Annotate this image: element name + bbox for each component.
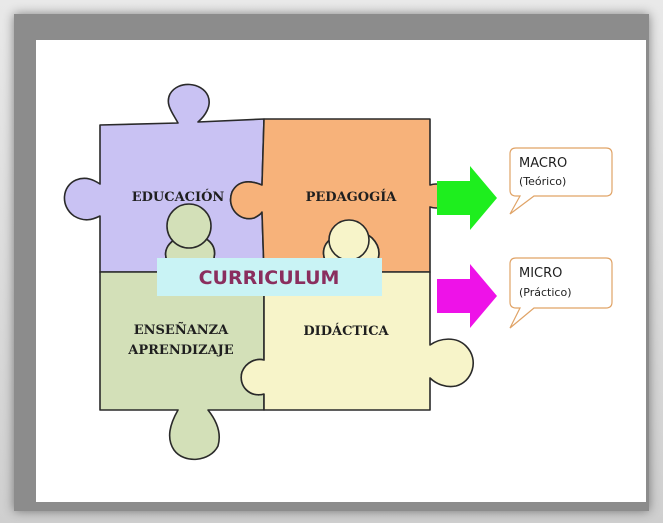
callout-subtitle-micro: (Práctico)	[519, 286, 571, 299]
curriculum-box	[157, 258, 382, 296]
callout-subtitle-macro: (Teórico)	[519, 175, 566, 188]
callout-title-micro: MICRO	[519, 266, 562, 281]
knob-green-top	[166, 203, 212, 249]
callout-title-macro: MACRO	[519, 156, 567, 171]
callout-bubble-macro	[509, 147, 613, 215]
knob-yellow-top	[328, 219, 370, 261]
puzzle-piece-educacion	[63, 83, 265, 273]
arrow-micro	[437, 264, 497, 328]
label-ensenanza-line2: APRENDIZAJE	[127, 343, 234, 358]
label-educacion: EDUCACIÓN	[132, 188, 225, 205]
label-didactica: DIDÁCTICA	[303, 323, 389, 339]
arrow-macro	[437, 166, 497, 230]
label-pedagogia: PEDAGOGÍA	[306, 189, 398, 205]
label-ensenanza-line1: ENSEÑANZA	[134, 322, 229, 338]
curriculum-label: CURRICULUM	[199, 267, 340, 289]
callout-bubble-micro	[509, 257, 613, 329]
